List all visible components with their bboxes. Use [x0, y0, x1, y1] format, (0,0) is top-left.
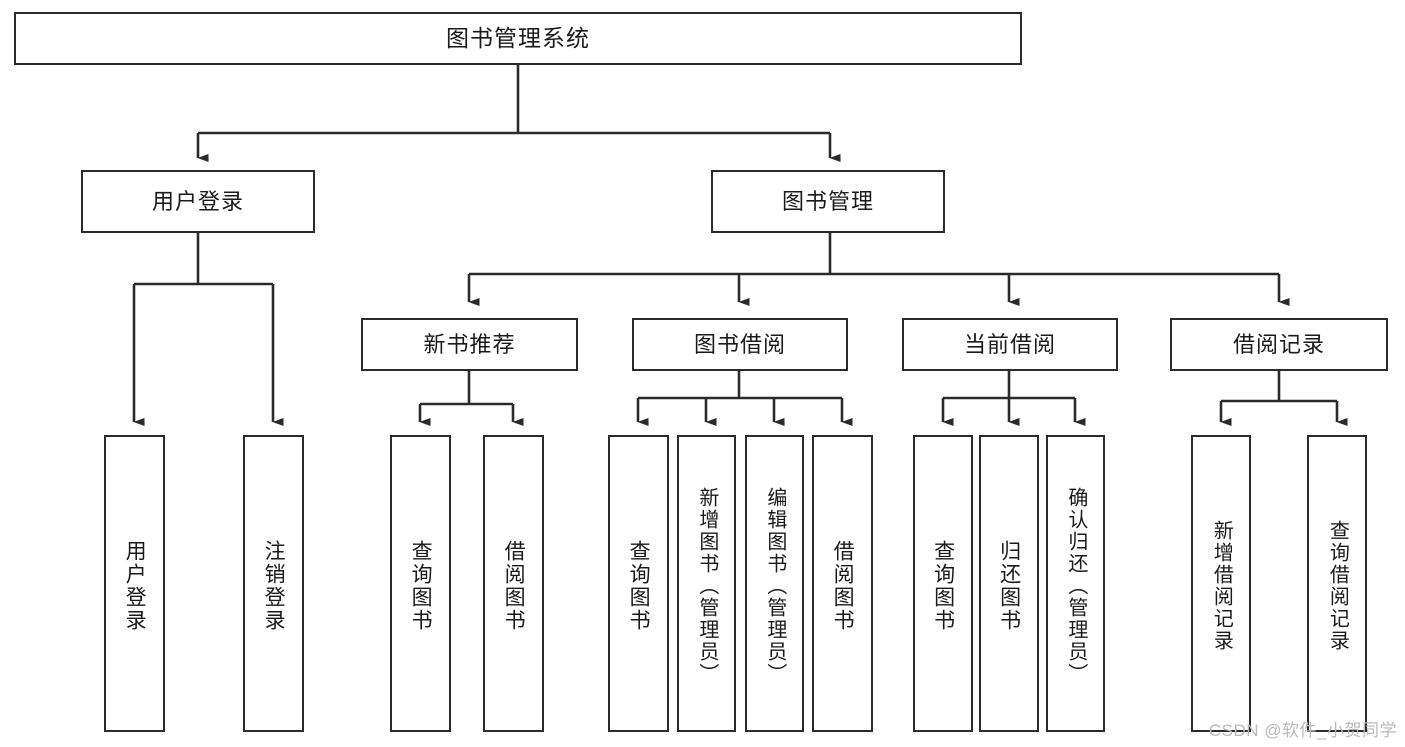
node-current-borrow-label: 当前借阅: [963, 331, 1056, 357]
node-current-borrow[interactable]: 当前借阅: [902, 318, 1118, 371]
leaf-borrow-book-1-label: 借阅图书: [502, 539, 526, 632]
leaf-confirm-return[interactable]: 确认归还（管理员）: [1046, 435, 1105, 732]
leaf-query-book-3[interactable]: 查询图书: [913, 435, 973, 732]
leaf-add-record[interactable]: 新增借阅记录: [1191, 435, 1251, 732]
node-book-manage[interactable]: 图书管理: [711, 170, 945, 233]
node-user-login-label: 用户登录: [151, 188, 244, 214]
leaf-query-record-label: 查询借阅记录: [1326, 519, 1349, 652]
leaf-query-book-2-label: 查询图书: [627, 539, 651, 632]
leaf-edit-book[interactable]: 编辑图书（管理员）: [745, 435, 804, 732]
node-book-manage-label: 图书管理: [781, 188, 874, 214]
node-borrow-record-label: 借阅记录: [1232, 331, 1325, 357]
node-book-borrow[interactable]: 图书借阅: [632, 318, 848, 371]
node-user-login[interactable]: 用户登录: [81, 170, 315, 233]
node-new-book-recommend[interactable]: 新书推荐: [361, 318, 578, 371]
leaf-logout-label: 注销登录: [262, 539, 286, 632]
leaf-logout[interactable]: 注销登录: [243, 435, 304, 732]
leaf-query-book-3-label: 查询图书: [931, 539, 955, 632]
node-borrow-record[interactable]: 借阅记录: [1170, 318, 1388, 371]
leaf-add-book[interactable]: 新增图书（管理员）: [677, 435, 736, 732]
leaf-query-book-2[interactable]: 查询图书: [608, 435, 669, 732]
node-root-label: 图书管理系统: [446, 25, 590, 52]
leaf-return-book[interactable]: 归还图书: [979, 435, 1039, 732]
leaf-confirm-return-label: 确认归还（管理员）: [1064, 486, 1087, 685]
leaf-edit-book-label: 编辑图书（管理员）: [763, 486, 786, 685]
leaf-user-login-label: 用户登录: [123, 539, 147, 632]
leaf-user-login[interactable]: 用户登录: [104, 435, 165, 732]
leaf-add-book-label: 新增图书（管理员）: [695, 486, 718, 685]
leaf-query-book-1-label: 查询图书: [409, 539, 433, 632]
leaf-return-book-label: 归还图书: [997, 539, 1021, 632]
leaf-borrow-book-2[interactable]: 借阅图书: [812, 435, 873, 732]
leaf-query-record[interactable]: 查询借阅记录: [1307, 435, 1367, 732]
node-root[interactable]: 图书管理系统: [14, 12, 1022, 65]
node-book-borrow-label: 图书借阅: [693, 331, 786, 357]
leaf-borrow-book-1[interactable]: 借阅图书: [483, 435, 544, 732]
leaf-borrow-book-2-label: 借阅图书: [831, 539, 855, 632]
leaf-add-record-label: 新增借阅记录: [1210, 519, 1233, 652]
node-new-book-recommend-label: 新书推荐: [423, 331, 516, 357]
leaf-query-book-1[interactable]: 查询图书: [390, 435, 451, 732]
